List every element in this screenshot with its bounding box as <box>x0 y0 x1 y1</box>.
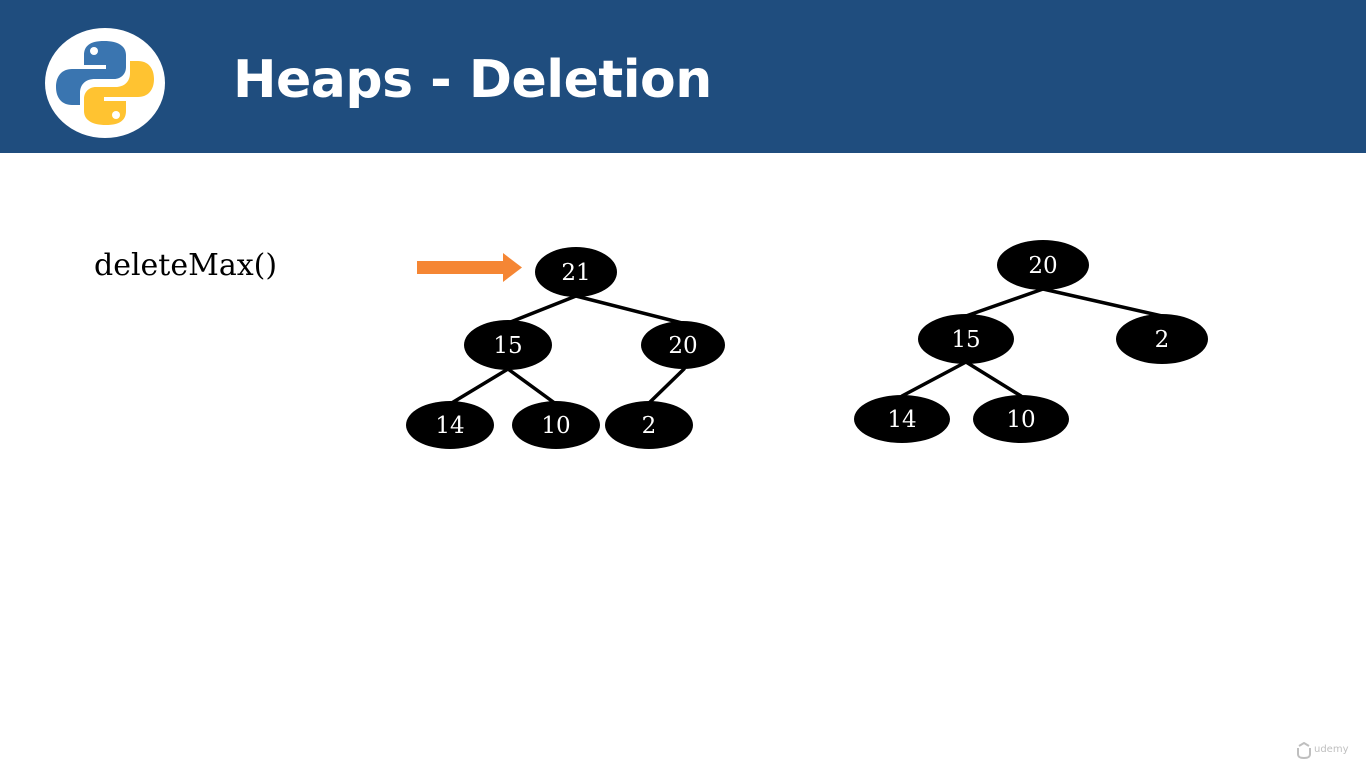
slide-title: Heaps - Deletion <box>233 50 712 110</box>
heap-node: 2 <box>605 401 693 449</box>
before-heap-edges <box>448 294 686 406</box>
node-value: 14 <box>435 413 464 439</box>
heap-node: 10 <box>512 401 600 449</box>
heap-node: 14 <box>854 395 950 443</box>
heap-node: 20 <box>641 321 725 369</box>
edge-left-leftleft <box>448 367 510 406</box>
udemy-watermark: udemy <box>1296 741 1356 760</box>
edge-root-right <box>574 294 684 325</box>
after-heap: 20 15 2 14 10 <box>854 240 1208 443</box>
node-value: 10 <box>541 413 570 439</box>
pointer-arrow-icon <box>417 253 522 282</box>
node-value: 14 <box>887 407 916 433</box>
operation-label: deleteMax() <box>94 248 278 283</box>
heap-node: 15 <box>464 320 552 370</box>
node-value: 15 <box>951 327 980 353</box>
heap-node: 2 <box>1116 314 1208 364</box>
node-value: 2 <box>1155 327 1170 353</box>
heap-node: 20 <box>997 240 1089 290</box>
edge-root-left <box>506 294 578 325</box>
watermark-text: udemy <box>1314 744 1349 755</box>
heap-node: 15 <box>918 314 1014 364</box>
python-logo-icon <box>45 28 165 138</box>
node-value: 20 <box>668 333 697 359</box>
heap-node: 10 <box>973 395 1069 443</box>
edge-root-right <box>1041 287 1164 318</box>
heap-node: 14 <box>406 401 494 449</box>
header-bar <box>0 0 1366 153</box>
after-heap-edges <box>900 287 1164 398</box>
node-value: 21 <box>561 260 590 286</box>
node-value: 15 <box>493 333 522 359</box>
edge-right-rightleft <box>646 367 686 406</box>
before-heap: 21 15 20 14 10 2 <box>406 247 725 449</box>
edge-left-leftright <box>506 367 558 406</box>
udemy-logo-icon <box>1297 741 1311 760</box>
node-value: 20 <box>1028 253 1057 279</box>
edge-left-leftleft <box>900 360 968 398</box>
edge-root-left <box>964 287 1045 318</box>
edge-left-leftright <box>964 360 1023 398</box>
node-value: 10 <box>1006 407 1035 433</box>
heap-node: 21 <box>535 247 617 297</box>
node-value: 2 <box>642 413 657 439</box>
